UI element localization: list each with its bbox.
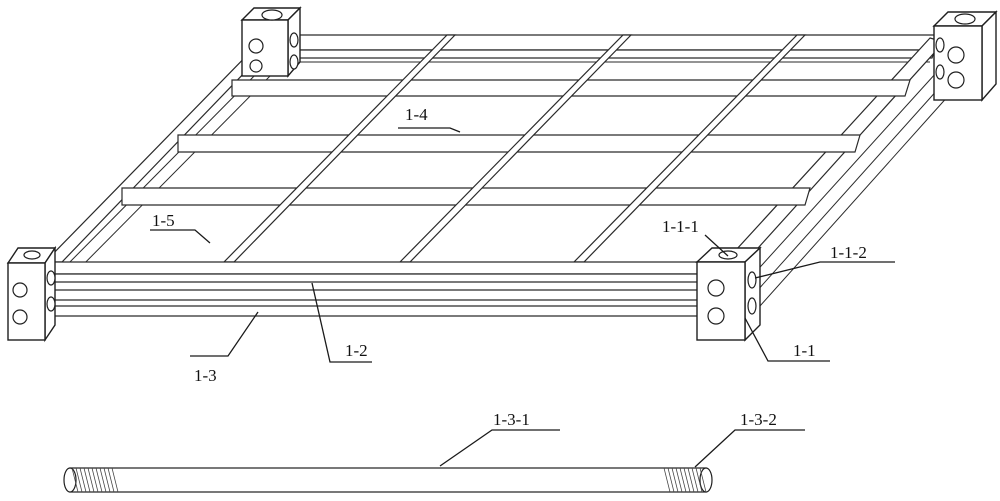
corner-block-rear-left <box>242 8 300 76</box>
leader-1-4 <box>398 128 460 132</box>
label-1-2: 1-2 <box>345 341 368 360</box>
label-1-4: 1-4 <box>405 105 428 124</box>
leader-1-3-1 <box>440 430 560 466</box>
corner-block-front-left <box>8 248 55 340</box>
corner-block-rear-right <box>934 12 996 100</box>
leader-1-5 <box>150 230 210 243</box>
label-1-3-1: 1-3-1 <box>493 410 530 429</box>
bolt-rod <box>64 468 712 492</box>
label-1-3-2: 1-3-2 <box>740 410 777 429</box>
label-1-1-2: 1-1-2 <box>830 243 867 262</box>
leader-1-3-2 <box>695 430 805 467</box>
label-1-1-1: 1-1-1 <box>662 217 699 236</box>
label-1-5: 1-5 <box>152 211 175 230</box>
label-1-1: 1-1 <box>793 341 816 360</box>
cross-rows <box>122 80 910 205</box>
corner-block-front-right <box>697 248 760 340</box>
front-beams <box>45 262 712 316</box>
leader-1-3 <box>190 312 258 356</box>
label-1-3: 1-3 <box>194 366 217 385</box>
